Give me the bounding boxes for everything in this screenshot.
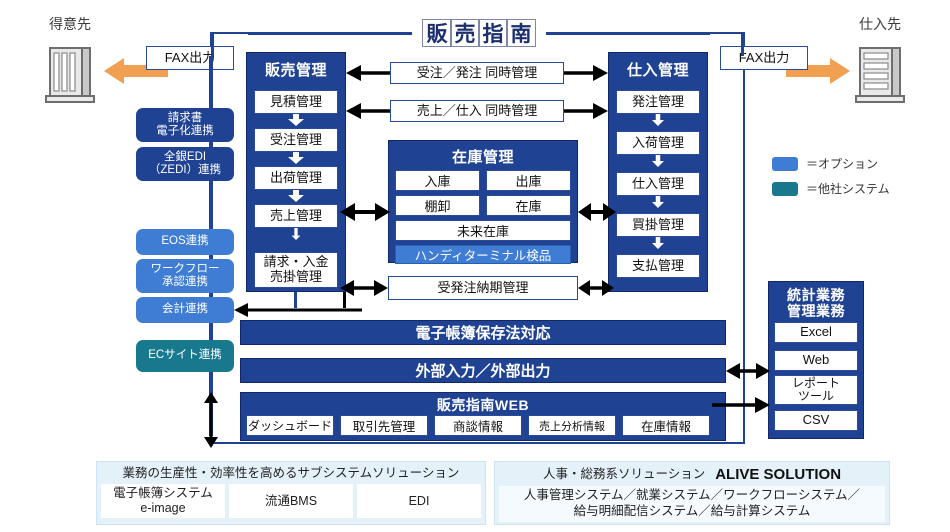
- sidebar-item-workflow-approval[interactable]: ワークフロー 承認連携: [136, 259, 234, 293]
- bridge-arrow-left: [346, 65, 390, 81]
- brand-char: 指: [478, 19, 508, 47]
- flow-chevron-down-icon: [288, 190, 304, 202]
- fax-left-connector: [211, 32, 214, 56]
- bar-e-bookkeeping-law: 電子帳簿保存法対応: [240, 320, 726, 345]
- inventory-item-stocktake[interactable]: 棚卸: [395, 195, 480, 216]
- brand-char: 南: [506, 19, 536, 47]
- stats-item-web[interactable]: Web: [774, 350, 858, 371]
- web-button-stock-info[interactable]: 在庫情報: [622, 415, 710, 436]
- sidebar-item-eos[interactable]: EOS連携: [136, 229, 234, 255]
- sales-item-sales[interactable]: 売上管理: [254, 204, 338, 228]
- flow-chevron-down-icon: [652, 155, 664, 167]
- bridge-sales-purchase: 売上／仕入 同時管理: [390, 100, 564, 122]
- bridge-arrow-left: [346, 103, 390, 119]
- accounting-link-arrow: [234, 303, 362, 317]
- stats-item-excel[interactable]: Excel: [774, 322, 858, 343]
- delivery-left-arrow: [340, 280, 388, 296]
- office-building-icon: [855, 47, 905, 103]
- sidebar-item-accounting[interactable]: 会計連携: [136, 297, 234, 323]
- inventory-item-outbound[interactable]: 出庫: [486, 170, 571, 191]
- footer-right-heading-en: ALIVE SOLUTION: [715, 465, 842, 483]
- footer-left-cell-ryutsu-bms[interactable]: 流通BMS: [229, 484, 353, 518]
- footer-subsystem-solution: 業務の生産性・効率性を高めるサブシステムソリューション 電子帳簿システム e-i…: [96, 461, 486, 525]
- flow-chevron-down-icon: [288, 114, 304, 126]
- fax-right-connector: [741, 32, 744, 56]
- stats-web-arrow: [712, 397, 770, 413]
- purchase-item-payment[interactable]: 支払管理: [616, 254, 700, 278]
- office-building-icon: [45, 47, 95, 103]
- brand-char: 販: [422, 19, 452, 47]
- sidebar-item-invoice-digitization[interactable]: 請求書 電子化連携: [136, 108, 234, 142]
- product-title: 販 売 指 南: [412, 18, 546, 48]
- purchase-item-po[interactable]: 発注管理: [616, 90, 700, 114]
- supplier-label: 仕入先: [859, 16, 901, 32]
- footer-left-cell-e-image[interactable]: 電子帳簿システム e-image: [101, 484, 225, 518]
- flow-chevron-down-icon: [288, 152, 304, 164]
- sales-bottom-riser: [294, 292, 297, 308]
- bridge-arrow-right: [564, 103, 608, 119]
- sales-item-shipping[interactable]: 出荷管理: [254, 166, 338, 190]
- brand-char: 売: [450, 19, 480, 47]
- flow-chevron-down-icon: [652, 237, 664, 249]
- sales-item-billing-receivable[interactable]: 請求・入金 売掛管理: [254, 252, 338, 288]
- inventory-item-inbound[interactable]: 入庫: [395, 170, 480, 191]
- legend-option: ＝オプション: [772, 155, 878, 172]
- footer-left-heading: 業務の生産性・効率性を高めるサブシステムソリューション: [122, 465, 460, 480]
- legend-option-swatch: [772, 156, 798, 171]
- flow-chevron-down-icon: [652, 196, 664, 208]
- legend-option-label: ＝オプション: [806, 157, 879, 171]
- web-button-customers[interactable]: 取引先管理: [340, 415, 428, 436]
- flow-chevron-down-icon: [652, 114, 664, 126]
- stats-item-csv[interactable]: CSV: [774, 410, 858, 431]
- bridge-arrow-right: [564, 65, 608, 81]
- footer-right-body: 人事管理システム／就業システム／ワークフローシステム／ 給与明細配信システム／給…: [499, 486, 885, 522]
- inventory-left-arrow: [340, 203, 390, 221]
- fax-output-right: FAX出力: [720, 46, 808, 70]
- accounting-link-riser: [343, 292, 346, 308]
- bridge-order-po: 受注／発注 同時管理: [390, 62, 564, 84]
- stats-io-arrow: [726, 363, 770, 379]
- web-button-negotiations[interactable]: 商談情報: [434, 415, 522, 436]
- web-button-sales-analysis[interactable]: 売上分析情報: [528, 415, 616, 436]
- bar-external-io: 外部入力／外部出力: [240, 358, 726, 383]
- bridge-delivery-date: 受発注納期管理: [388, 276, 578, 300]
- sales-item-quotation[interactable]: 見積管理: [254, 90, 338, 114]
- brand-rule-right: [542, 33, 710, 35]
- purchase-item-payable[interactable]: 買掛管理: [616, 213, 700, 237]
- web-button-dashboard[interactable]: ダッシュボード: [246, 415, 334, 436]
- purchase-item-purchase[interactable]: 仕入管理: [616, 172, 700, 196]
- web-title: 販売指南WEB: [436, 397, 530, 413]
- sidebar-item-zengin-edi[interactable]: 全銀EDI （ZEDI）連携: [136, 147, 234, 181]
- fax-output-left: FAX出力: [146, 46, 234, 70]
- sales-management-title: 販売管理: [264, 62, 327, 79]
- inventory-item-future-stock[interactable]: 未来在庫: [395, 220, 571, 241]
- stats-item-report-tool[interactable]: レポート ツール: [774, 375, 858, 405]
- footer-hr-solution: 人事・総務系ソリューション ALIVE SOLUTION 人事管理システム／就業…: [494, 461, 890, 525]
- purchase-item-receiving[interactable]: 入荷管理: [616, 131, 700, 155]
- inventory-item-stock[interactable]: 在庫: [486, 195, 571, 216]
- sales-item-order[interactable]: 受注管理: [254, 128, 338, 152]
- customer-label: 得意先: [49, 16, 91, 32]
- statistics-title: 統計業務 管理業務: [787, 287, 845, 320]
- delivery-right-arrow: [578, 280, 614, 296]
- flow-chevron-down-icon: [291, 228, 301, 240]
- legend-other-label: ＝他社システム: [806, 182, 890, 196]
- inventory-right-arrow: [578, 203, 616, 221]
- footer-right-heading-jp: 人事・総務系ソリューション: [542, 466, 706, 481]
- legend-other-swatch: [772, 181, 798, 196]
- inventory-management-title: 在庫管理: [451, 149, 514, 166]
- legend-other-system: ＝他社システム: [772, 180, 890, 197]
- supplier-flow-arrow: [786, 58, 850, 84]
- sidebar-item-ec-site[interactable]: ECサイト連携: [136, 340, 234, 372]
- inventory-item-handy-terminal[interactable]: ハンディターミナル検品: [395, 245, 571, 264]
- customer-flow-arrow: [104, 58, 168, 84]
- purchase-management-title: 仕入管理: [626, 62, 689, 79]
- footer-left-cell-edi[interactable]: EDI: [357, 484, 481, 518]
- subsystem-link-arrow: [204, 392, 218, 448]
- brand-rule-left: [248, 33, 416, 35]
